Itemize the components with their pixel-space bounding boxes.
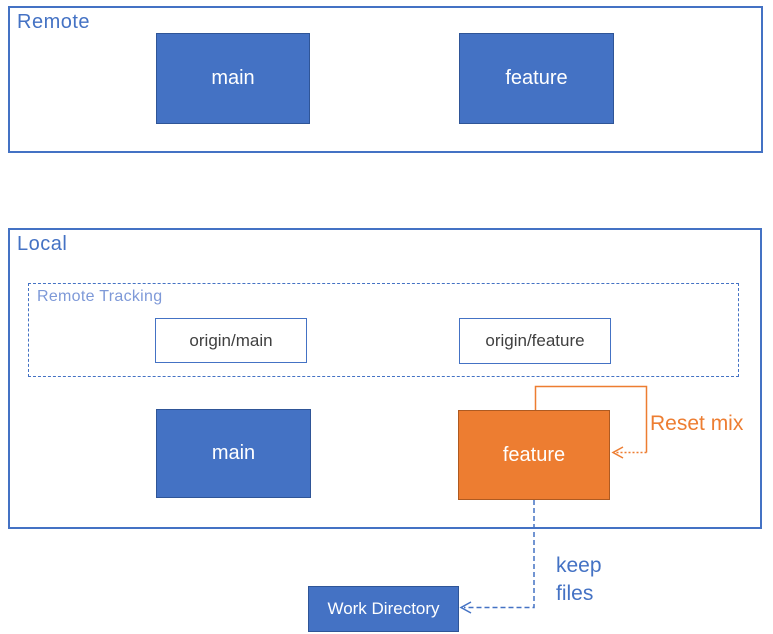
keep-files-arrowhead bbox=[459, 601, 472, 614]
remote-feature-branch-label: feature bbox=[505, 67, 568, 89]
remote-tracking-container bbox=[28, 283, 739, 377]
remote-repo-label: Remote bbox=[17, 11, 91, 33]
origin-main-ref-box: origin/main bbox=[155, 318, 307, 363]
local-feature-branch-label: feature bbox=[502, 443, 566, 466]
local-repo-label: Local bbox=[17, 233, 68, 255]
origin-feature-ref-label: origin/feature bbox=[485, 331, 585, 350]
local-main-branch-box: main bbox=[156, 409, 311, 498]
remote-main-branch-label: main bbox=[211, 67, 255, 89]
work-directory-box: Work Directory bbox=[308, 586, 459, 632]
local-feature-branch-box: feature bbox=[458, 410, 610, 500]
reset-mix-annotation: Reset mix bbox=[650, 412, 744, 435]
local-main-branch-label: main bbox=[211, 442, 256, 464]
work-directory-label: Work Directory bbox=[327, 599, 440, 618]
keep-files-annotation: keep files bbox=[556, 554, 602, 606]
remote-feature-branch-box: feature bbox=[459, 33, 614, 124]
local-repo-container bbox=[8, 228, 762, 529]
remote-main-branch-box: main bbox=[156, 33, 310, 124]
origin-main-ref-label: origin/main bbox=[189, 330, 273, 350]
origin-feature-ref-box: origin/feature bbox=[459, 318, 611, 364]
remote-repo-container bbox=[8, 6, 763, 153]
remote-tracking-label: Remote Tracking bbox=[37, 288, 163, 305]
